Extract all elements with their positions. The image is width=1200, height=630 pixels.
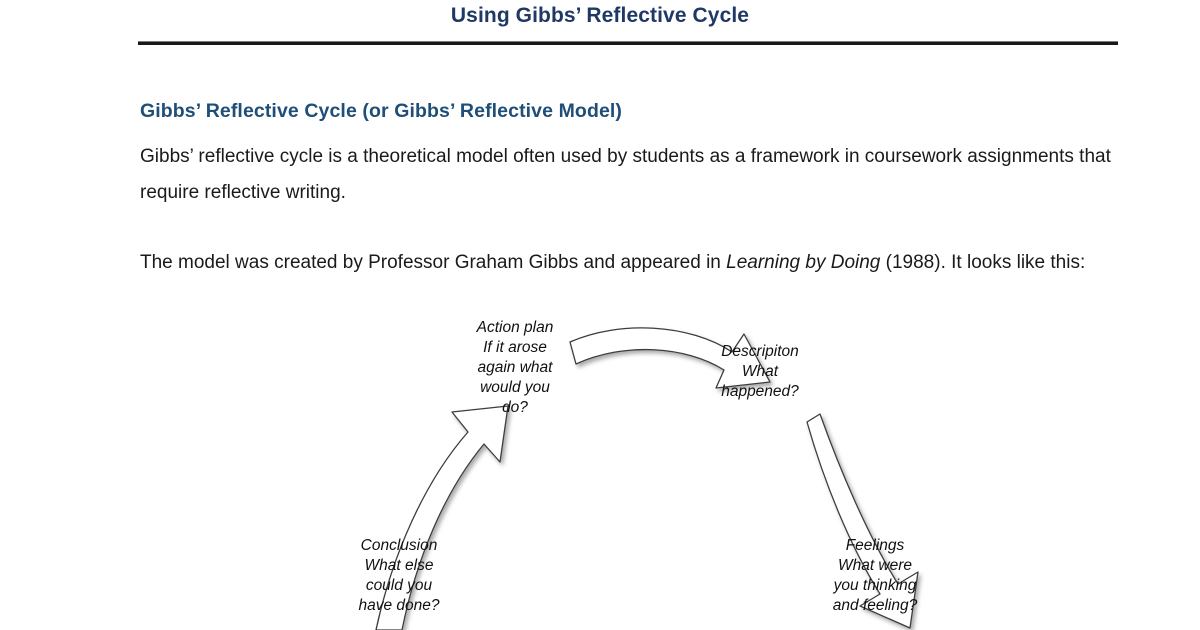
arrow-top-icon xyxy=(569,327,771,389)
cycle-stage-action-plan: Action plan If it arose again what would… xyxy=(476,319,554,416)
paragraph-origin: The model was created by Professor Graha… xyxy=(140,245,1130,281)
paragraph-origin-after: (1988). It looks like this: xyxy=(880,252,1086,273)
cycle-stage-description: Descripiton What happened? xyxy=(721,343,799,400)
arrow-left-icon xyxy=(375,405,509,630)
header-divider xyxy=(138,41,1118,45)
arrow-right-icon xyxy=(806,413,919,629)
cycle-stage-conclusion: Conclusion What else could you have done… xyxy=(358,537,440,614)
gibbs-reflective-cycle-diagram: Action plan If it arose again what would… xyxy=(320,310,980,630)
page-title: Using Gibbs’ Reflective Cycle xyxy=(450,4,750,27)
book-title-learning-by-doing: Learning by Doing xyxy=(726,252,881,273)
document-body: Gibbs’ Reflective Cycle (or Gibbs’ Refle… xyxy=(140,100,1130,281)
paragraph-definition: Gibbs’ reflective cycle is a theoretical… xyxy=(140,146,1111,203)
cycle-arrows-svg xyxy=(375,327,919,630)
cycle-stage-feelings: Feelings What were you thinking and feel… xyxy=(832,537,918,614)
paragraph-origin-before: The model was created by Professor Graha… xyxy=(140,252,727,273)
section-heading: Gibbs’ Reflective Cycle (or Gibbs’ Refle… xyxy=(140,100,623,122)
